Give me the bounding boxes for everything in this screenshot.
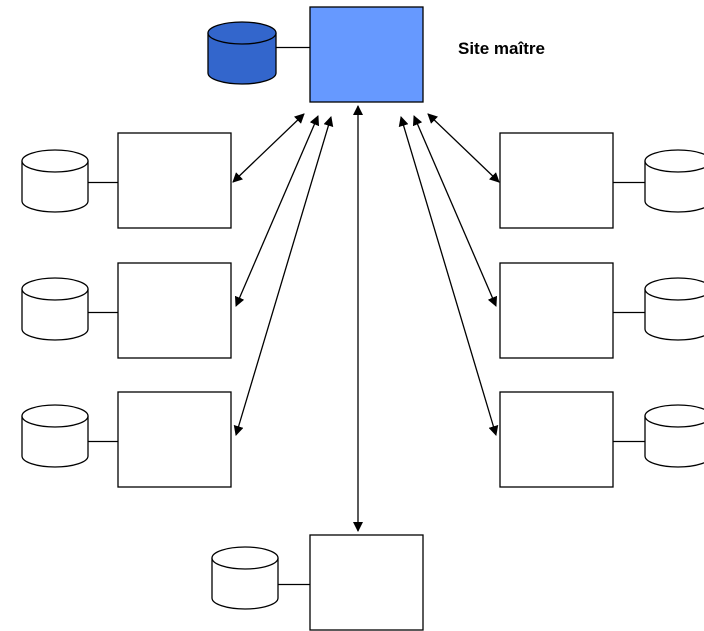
bidirectional-arrow-right-2: [412, 115, 498, 307]
database-icon: [21, 404, 89, 468]
bidirectional-arrow-right-3: [398, 116, 499, 436]
site-left-1: [21, 132, 232, 229]
database-icon: [21, 277, 89, 341]
bidirectional-arrow-left-3: [233, 116, 334, 436]
site-box: [499, 132, 614, 229]
site-box: [117, 262, 232, 359]
site-box: [499, 262, 614, 359]
site-master: [207, 6, 424, 103]
nodes-layer: [21, 6, 704, 631]
database-icon: [644, 277, 704, 341]
edges-layer: [232, 105, 500, 532]
master-site-label: Site maître: [458, 39, 545, 58]
site-right-1: [499, 132, 704, 229]
site-left-3: [21, 391, 232, 488]
site-box: [117, 132, 232, 229]
database-icon: [644, 149, 704, 213]
site-right-2: [499, 262, 704, 359]
site-box: [309, 534, 424, 631]
database-icon: [207, 21, 277, 85]
site-right-3: [499, 391, 704, 488]
site-box: [117, 391, 232, 488]
bidirectional-arrow-left-2: [234, 115, 320, 307]
site-box: [499, 391, 614, 488]
site-bottom: [211, 534, 424, 631]
site-left-2: [21, 262, 232, 359]
database-icon: [21, 149, 89, 213]
database-icon: [211, 546, 279, 610]
database-icon: [644, 404, 704, 468]
master-site-box: [309, 6, 424, 103]
